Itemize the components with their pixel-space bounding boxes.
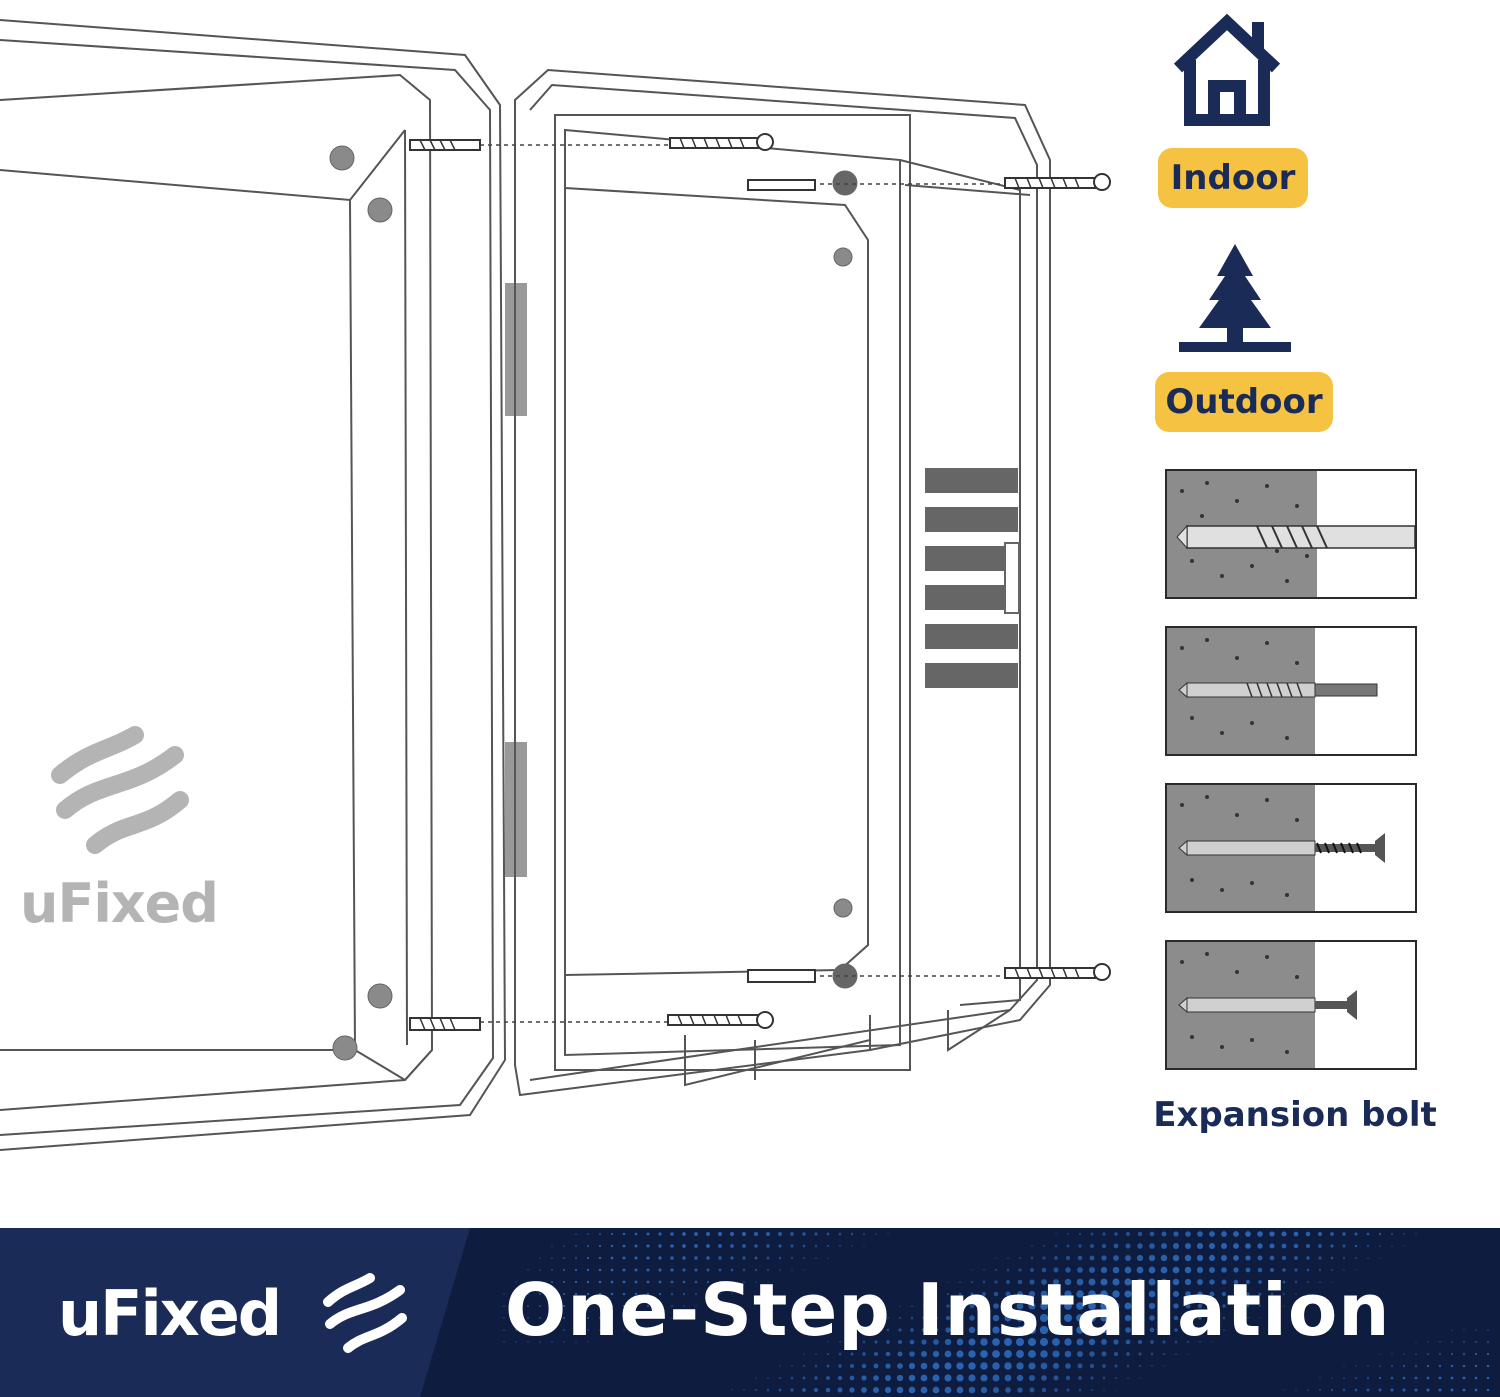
install-step-tightened	[1165, 940, 1417, 1070]
banner-title: One-Step Installation	[505, 1268, 1391, 1352]
install-step-screw	[1165, 783, 1417, 913]
indoor-label: Indoor	[1158, 148, 1308, 208]
install-step-anchor	[1165, 626, 1417, 756]
bottom-banner	[0, 1228, 1500, 1397]
ufixed-watermark-text: uFixed	[20, 872, 219, 935]
enclosure-line-drawing	[0, 19, 1111, 1151]
ufixed-wave-logo-icon	[323, 1273, 407, 1353]
ufixed-watermark-logo-icon	[51, 726, 189, 854]
install-step-drill	[1165, 469, 1417, 599]
outdoor-label: Outdoor	[1155, 372, 1333, 432]
brand-name: uFixed	[58, 1277, 282, 1350]
pine-tree-icon	[1179, 244, 1291, 352]
house-icon	[1173, 13, 1281, 126]
expansion-bolt-caption: Expansion bolt	[1153, 1095, 1437, 1135]
